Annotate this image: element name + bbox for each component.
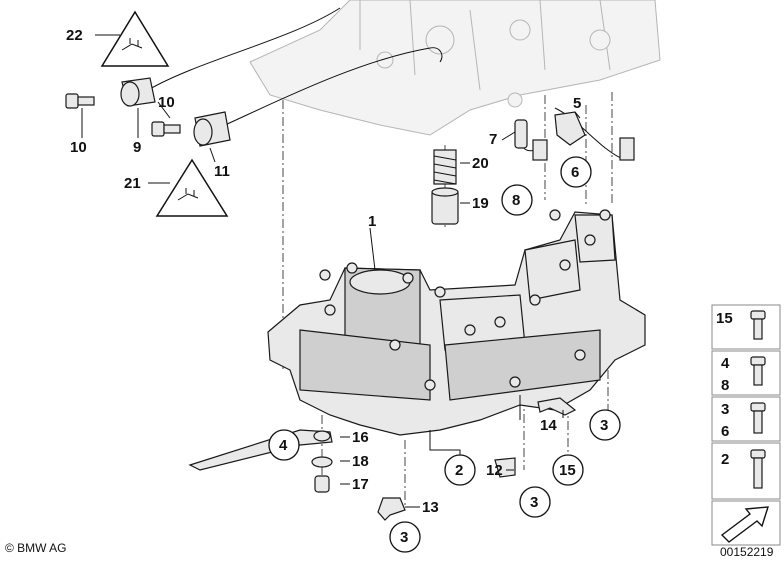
bracket-16: [188, 429, 333, 471]
callout-8: 8: [512, 192, 520, 209]
valve-body: [267, 209, 646, 436]
spring-20: [433, 149, 457, 185]
callout-12: 12: [486, 462, 503, 479]
callout-21: 21: [124, 175, 141, 192]
washer-18: [311, 456, 333, 468]
legend-row-4: [711, 442, 781, 500]
bolt-icon: [750, 449, 766, 489]
callout-16: 16: [352, 429, 369, 446]
callout-3: 3: [400, 529, 408, 546]
piston-19: [431, 187, 459, 225]
sensor-9: [120, 77, 156, 107]
callout-10: 10: [158, 94, 175, 111]
callout-2: 2: [455, 462, 463, 479]
connector-warning-triangle-icon: [155, 158, 229, 217]
callout-circle-3: [589, 409, 621, 441]
direction-arrow-icon: [720, 506, 769, 543]
bolt-icon: [750, 356, 766, 386]
sensor-5: [554, 111, 635, 161]
clip-14: [537, 397, 577, 416]
legend-label-8: 8: [721, 377, 729, 394]
legend-row-1: [711, 304, 781, 350]
callout-circle-15: [552, 454, 584, 486]
callout-10: 10: [70, 139, 87, 156]
clip-12: [494, 457, 516, 478]
legend-label-2: 2: [721, 451, 729, 468]
callout-18: 18: [352, 453, 369, 470]
copyright-text: © BMW AG: [5, 541, 67, 555]
callout-20: 20: [472, 155, 489, 172]
diagram-number: 00152219: [720, 545, 774, 559]
callout-4: 4: [279, 437, 288, 454]
callout-circle-4: [268, 429, 300, 461]
callout-19: 19: [472, 195, 489, 212]
clip-13: [377, 497, 406, 521]
callout-22: 22: [66, 27, 83, 44]
legend-label-4: 4: [721, 355, 730, 372]
sensor-7: [514, 119, 548, 161]
transmission-housing-ghost: [249, 0, 661, 136]
callout-17: 17: [352, 476, 369, 493]
bolt-icon: [750, 402, 766, 434]
callout-1: 1: [368, 213, 376, 230]
callout-circle-2: [444, 454, 476, 486]
connector-warning-triangle-icon: [100, 10, 170, 67]
bolt-10-left: [65, 93, 95, 109]
callout-5: 5: [573, 95, 581, 112]
callout-circle-8: [501, 184, 533, 216]
legend-label-15: 15: [716, 310, 733, 327]
callout-3: 3: [530, 494, 538, 511]
fastener-legend: 15 4 8 3 6 2: [711, 304, 781, 546]
sensor-11: [193, 111, 231, 147]
callout-labels: 1 2 2 3 3 3 4 5 6 7 8 9 10 10 11 12 13 1…: [66, 27, 760, 546]
bolt-icon: [750, 310, 766, 340]
legend-label-6: 6: [721, 423, 729, 440]
callout-9: 9: [133, 139, 141, 156]
callout-6: 6: [571, 164, 579, 181]
callout-15: 15: [559, 462, 576, 479]
callout-13: 13: [422, 499, 439, 516]
legend-label-3: 3: [721, 401, 729, 418]
callout-7: 7: [489, 131, 497, 148]
circled-callouts: [268, 156, 621, 553]
callout-3: 3: [600, 417, 608, 434]
bolt-10-right: [151, 121, 181, 137]
callout-11: 11: [214, 163, 230, 180]
callout-14: 14: [540, 417, 557, 434]
callout-circle-3: [389, 521, 421, 553]
legend-row-2: [711, 350, 781, 396]
callout-circle-3: [519, 486, 551, 518]
callout-circle-6: [560, 156, 592, 188]
legend-row-3: [711, 396, 781, 442]
sleeve-17: [314, 475, 330, 493]
